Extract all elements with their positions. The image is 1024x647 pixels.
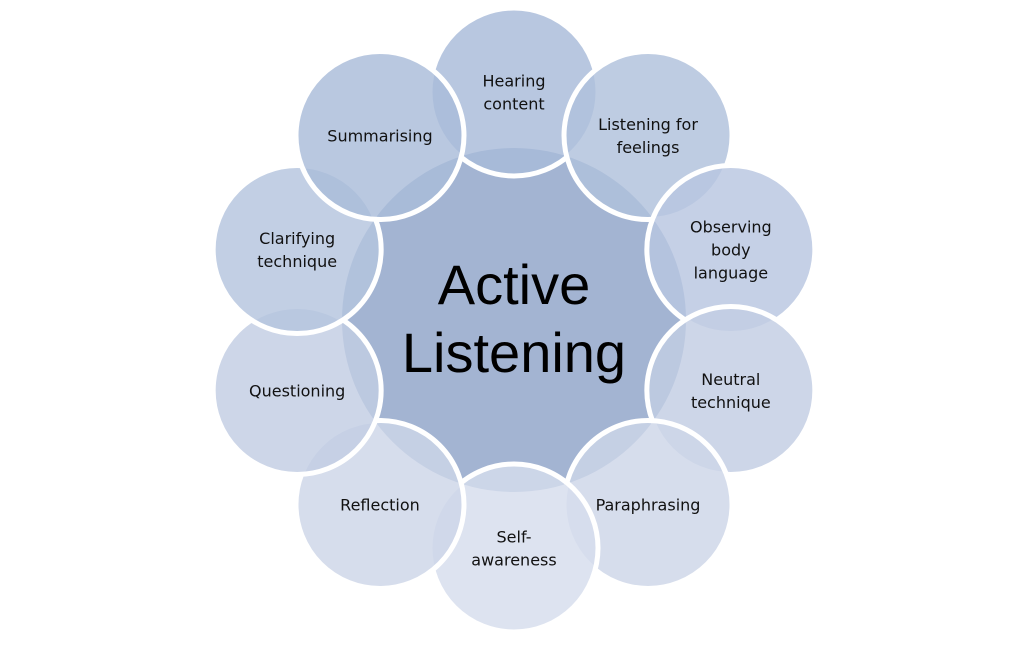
center-label-line: Active (438, 253, 591, 316)
node-label-line: Listening for (598, 115, 698, 134)
node-label-line: Summarising (327, 127, 432, 146)
node-label: Hearing content (483, 72, 546, 114)
node-label-line: Questioning (249, 381, 345, 400)
node-label-line: Self- (497, 528, 532, 547)
node-label-line: Paraphrasing (596, 495, 701, 514)
node-label: Observing body language (690, 218, 772, 283)
node-label: Clarifying technique (257, 229, 337, 271)
node-label: Summarising (327, 127, 432, 146)
node-label-line: body (711, 241, 751, 260)
node-label: Paraphrasing (596, 495, 701, 514)
node-label-line: technique (257, 252, 337, 271)
node-questioning: Questioning (210, 303, 384, 477)
node-label-line: Reflection (340, 495, 420, 514)
center-circle (342, 148, 686, 492)
node-label-line: feelings (617, 138, 680, 157)
node-label-line: language (694, 264, 769, 283)
node-label: Listening for feelings (598, 115, 698, 157)
center-label-line: Listening (402, 321, 626, 384)
node-label: Neutral technique (691, 370, 771, 412)
node-label: Questioning (249, 381, 345, 400)
node-label: Self-awareness (471, 528, 556, 570)
node-label-line: technique (691, 393, 771, 412)
node-hearing-content: Hearing content (427, 5, 601, 179)
node-label-line: content (483, 95, 544, 114)
node-label-line: Hearing (483, 72, 546, 91)
node-summarising: Summarising (293, 49, 467, 223)
node-label: Reflection (340, 495, 420, 514)
node-label-line: Clarifying (259, 229, 335, 248)
node-label-line: awareness (471, 551, 556, 570)
node-label-line: Neutral (701, 370, 760, 389)
node-circle (293, 49, 467, 223)
node-label-line: Observing (690, 218, 772, 237)
